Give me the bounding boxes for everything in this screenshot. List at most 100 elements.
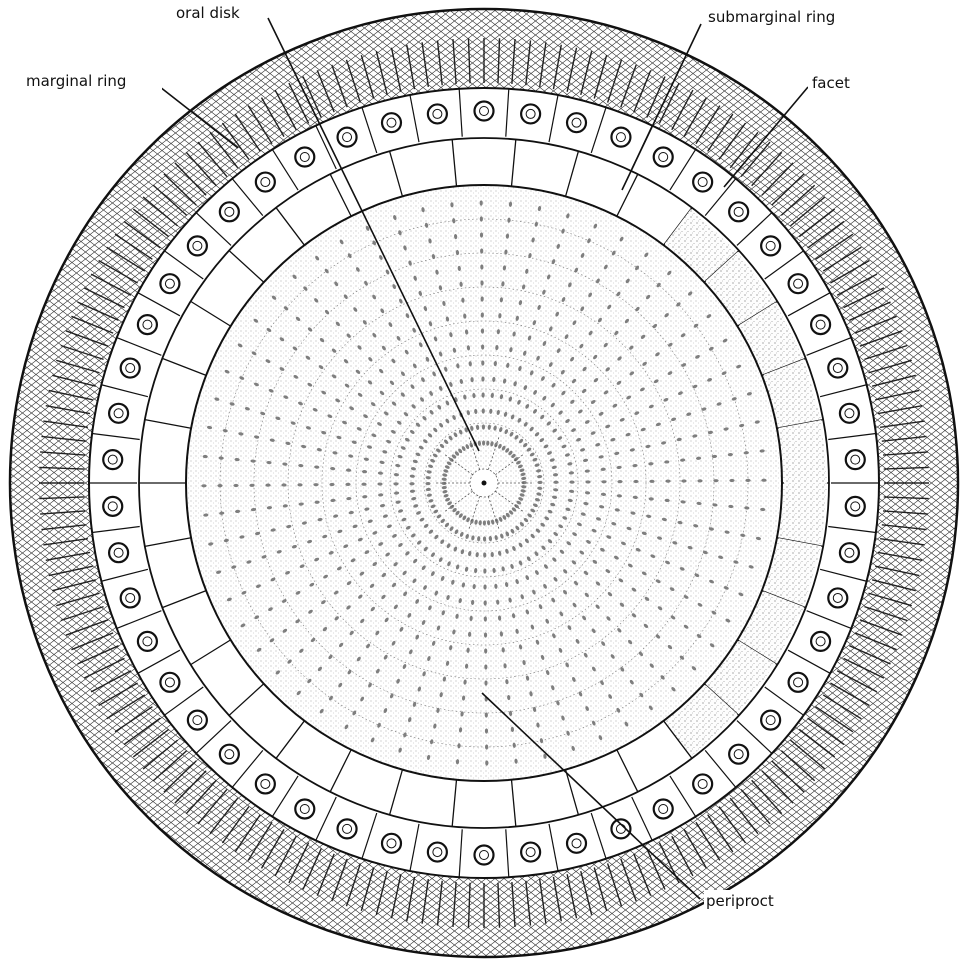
facet-center xyxy=(225,207,234,216)
marginal-ring-label: marginal ring xyxy=(26,72,126,90)
facet-center xyxy=(616,824,625,833)
facet-center xyxy=(114,409,123,418)
facet-center xyxy=(794,678,803,687)
disk-ossicle xyxy=(481,312,484,317)
facet-center xyxy=(433,109,442,118)
facet-center xyxy=(698,779,707,788)
disk-ossicle xyxy=(585,480,590,483)
facet-center xyxy=(845,548,854,557)
disk-ossicle xyxy=(482,440,485,445)
facet-center xyxy=(387,118,396,127)
disk-ossicle xyxy=(482,424,485,429)
facet-center xyxy=(165,678,174,687)
disk-ossicle xyxy=(377,482,382,485)
facet-center xyxy=(300,153,309,162)
disk-ossicle xyxy=(481,376,484,381)
facet-center xyxy=(165,279,174,288)
facet-center xyxy=(794,279,803,288)
disk-ossicle xyxy=(480,232,483,237)
facet-center xyxy=(480,107,489,116)
facet-center xyxy=(698,178,707,187)
disk-ossicle xyxy=(481,344,484,349)
disk-ossicle xyxy=(484,648,487,653)
periproct-label: periproct xyxy=(706,892,774,910)
disk-ossicle xyxy=(345,483,350,486)
disk-ossicle xyxy=(329,483,334,486)
disk-ossicle xyxy=(484,616,487,621)
disk-ossicle xyxy=(484,600,487,605)
disk-ossicle xyxy=(481,296,484,301)
facet-center xyxy=(126,364,135,373)
disk-ossicle xyxy=(482,408,485,413)
disk-ossicle xyxy=(483,552,486,557)
facet-center xyxy=(833,364,842,373)
stippled-plate xyxy=(779,420,827,483)
disk-ossicle xyxy=(483,568,486,573)
disk-ossicle xyxy=(480,280,483,285)
facet-center xyxy=(851,455,860,464)
disk-ossicle xyxy=(281,483,286,486)
disk-ossicle xyxy=(482,392,485,397)
facet-center xyxy=(616,133,625,142)
facet-center xyxy=(572,839,581,848)
disk-ossicle xyxy=(761,479,766,482)
disk-ossicle xyxy=(201,484,206,487)
disk-ossicle xyxy=(265,484,270,487)
facet-center xyxy=(261,178,270,187)
facet-center xyxy=(300,804,309,813)
disk-ossicle xyxy=(485,728,488,733)
facet-center xyxy=(659,153,668,162)
facet-center xyxy=(433,848,442,857)
facet-center xyxy=(766,241,775,250)
disk-ossicle xyxy=(485,712,488,717)
facet-center xyxy=(734,207,743,216)
disk-ossicle xyxy=(483,584,486,589)
facet-center xyxy=(851,502,860,511)
disk-ossicle xyxy=(649,480,654,483)
facet-center xyxy=(387,839,396,848)
disk-ossicle xyxy=(484,632,487,637)
disk-ossicle xyxy=(393,482,398,485)
disk-ossicle xyxy=(537,481,542,484)
disk-ossicle xyxy=(361,483,366,486)
facet-center xyxy=(833,593,842,602)
facet-center xyxy=(526,109,535,118)
disk-ossicle xyxy=(484,664,487,669)
disk-ossicle xyxy=(665,480,670,483)
facet-center xyxy=(659,804,668,813)
disk-ossicle xyxy=(313,483,318,486)
oral-disk-label: oral disk xyxy=(176,4,240,22)
facet-center xyxy=(572,118,581,127)
disk-ossicle xyxy=(481,360,484,365)
disk-ossicle xyxy=(485,760,488,765)
disk-ossicle xyxy=(697,479,702,482)
facet-center xyxy=(845,409,854,418)
facet-center xyxy=(343,824,352,833)
facet-label: facet xyxy=(812,74,850,92)
facet-center xyxy=(480,851,489,860)
facet-center xyxy=(225,750,234,759)
facet-center xyxy=(126,593,135,602)
disk-ossicle xyxy=(601,480,606,483)
disk-ossicle xyxy=(729,479,734,482)
disk-ossicle xyxy=(633,480,638,483)
disk-ossicle xyxy=(480,200,483,205)
disk-ossicle xyxy=(569,481,574,484)
facet-center xyxy=(343,133,352,142)
facet-center xyxy=(766,716,775,725)
facet-center xyxy=(108,455,117,464)
disk-ossicle xyxy=(233,484,238,487)
disk-ossicle xyxy=(484,680,487,685)
disk-ossicle xyxy=(297,483,302,486)
disk-ossicle xyxy=(480,264,483,269)
facet-center xyxy=(734,750,743,759)
facet-center xyxy=(261,779,270,788)
facet-center xyxy=(108,502,117,511)
disk-ossicle xyxy=(481,328,484,333)
mouth-dot xyxy=(482,481,487,486)
disk-ossicle xyxy=(483,536,486,541)
disk-ossicle xyxy=(617,480,622,483)
disk-ossicle xyxy=(553,481,558,484)
facet-center xyxy=(526,848,535,857)
